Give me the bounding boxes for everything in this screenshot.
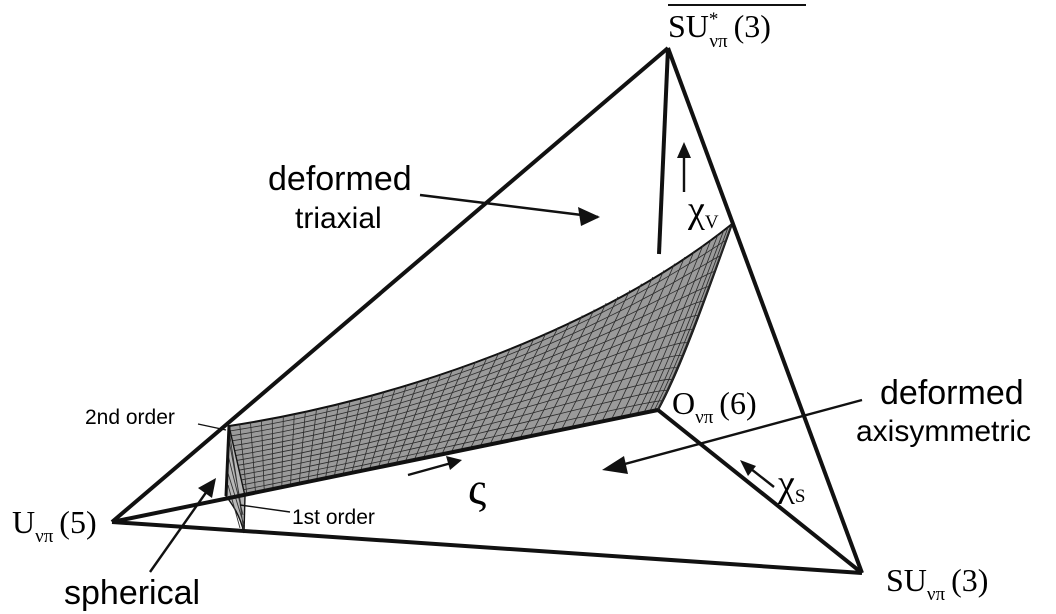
label-deformed-axisymmetric-1: deformed [880, 374, 1024, 412]
label-deformed-axisymmetric-2: axisymmetric [856, 415, 1031, 448]
edge-top-inner-visible [657, 47, 670, 255]
grid-line-longitudinal [233, 328, 694, 462]
grid-line-longitudinal [234, 354, 684, 472]
region-labels: deformed triaxial deformed axisymmetric … [64, 160, 1031, 612]
arrow-axisymmetric-head [602, 456, 628, 474]
edge-top-right [666, 47, 864, 574]
grid-line-longitudinal [229, 239, 727, 432]
arrow-chi-v-head [677, 142, 691, 158]
edge-left-top [110, 46, 670, 524]
label-spherical: spherical [64, 574, 200, 612]
arrow-spherical [149, 483, 213, 573]
label-deformed-triaxial-1: deformed [268, 160, 412, 198]
grid-line-longitudinal [234, 342, 689, 467]
surface-grid [228, 223, 733, 497]
edge-inner-right [656, 408, 864, 575]
arrow-spherical-head [198, 478, 216, 498]
grid-line-longitudinal [230, 271, 716, 442]
vertex-top-label: SU*νπ(3) [668, 4, 806, 52]
vertex-top-text: SU*νπ(3) [668, 8, 771, 52]
annotation-arrows [149, 142, 863, 573]
edge-left-right [111, 520, 863, 575]
vertex-labels: SU*νπ(3) Uνπ(5) SUνπ(3) Oνπ(6) [12, 4, 988, 605]
parameter-labels: χV χS ς [468, 189, 805, 514]
arrow-triaxial-head [578, 207, 600, 226]
label-deformed-triaxial-2: triaxial [295, 202, 382, 235]
arrow-triaxial [419, 193, 599, 219]
grid-line-longitudinal [236, 390, 668, 487]
arrow-zeta-head [446, 456, 462, 470]
chi-v-label: χV [687, 189, 719, 233]
grid-line-longitudinal [232, 315, 699, 457]
spherical-boundary [224, 425, 231, 497]
arrow-zeta [407, 460, 456, 477]
grid-line-longitudinal [231, 286, 710, 447]
edge-left-inner [111, 408, 659, 524]
vertex-right-label: SUνπ(3) [886, 562, 988, 605]
grid-line-longitudinal [232, 300, 705, 452]
label-second-order: 2nd order [85, 406, 175, 429]
zeta-label: ς [468, 463, 486, 514]
grid-line-longitudinal [237, 400, 663, 492]
vertex-left-label: Uνπ(5) [12, 504, 97, 547]
arrow-axisymmetric [609, 398, 863, 470]
label-first-order: 1st order [292, 506, 375, 529]
grid-line-longitudinal [235, 367, 678, 477]
leader-second-order [197, 423, 227, 431]
grid-line-longitudinal [236, 378, 673, 482]
vertex-inner-label: Oνπ(6) [672, 385, 757, 428]
arrow-chi-s-head [740, 460, 756, 476]
phase-surface [225, 221, 735, 534]
tetrahedron-edges [110, 46, 864, 575]
grid-line-longitudinal [230, 255, 721, 437]
chi-s-label: χS [777, 463, 805, 507]
leader-first-order [239, 504, 291, 513]
